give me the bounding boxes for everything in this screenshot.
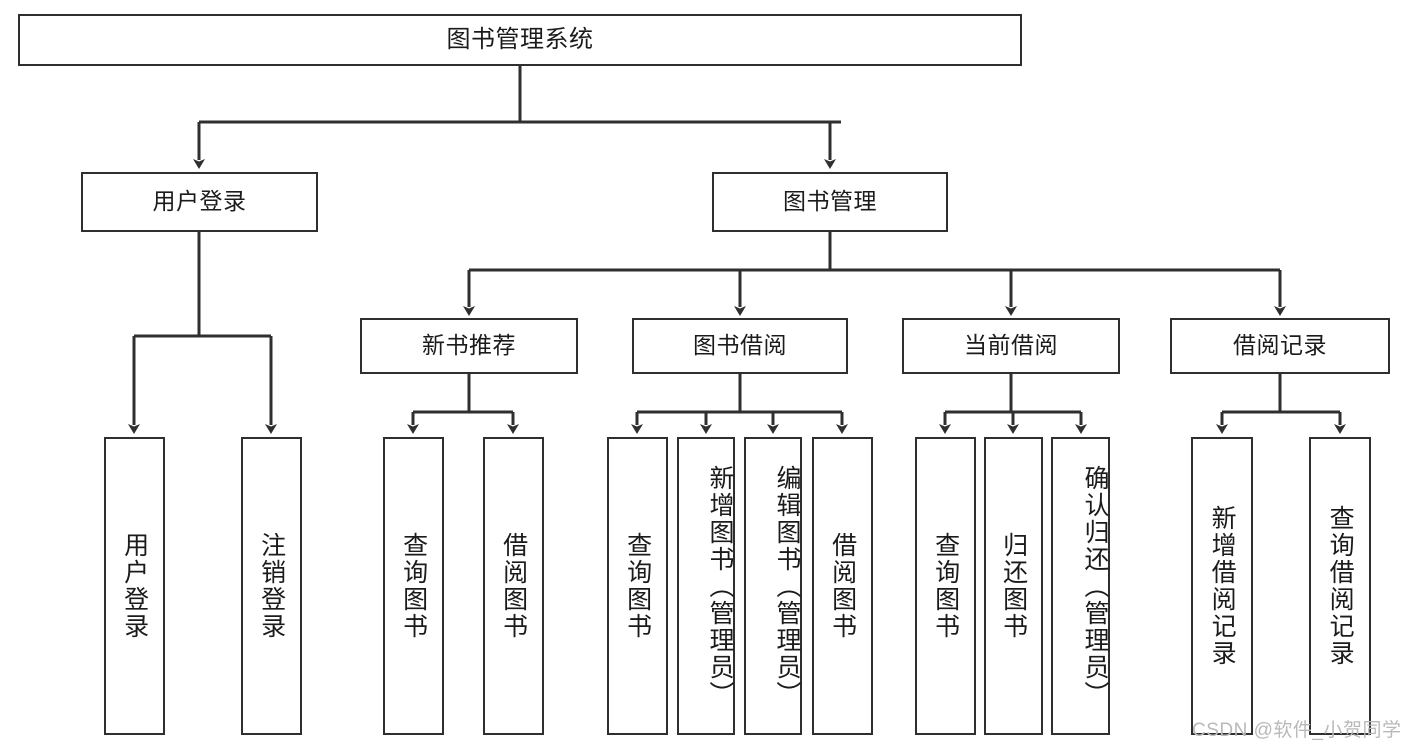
node-book-management[interactable]: 图书管理	[712, 172, 948, 232]
leaf-borrow-record-query-record[interactable]: 查询借阅记录	[1309, 437, 1371, 735]
node-current-borrow[interactable]: 当前借阅	[902, 318, 1120, 374]
node-user-login[interactable]: 用户登录	[81, 172, 318, 232]
node-borrow-record[interactable]: 借阅记录	[1170, 318, 1390, 374]
leaf-book-borrow-query-book[interactable]: 查询图书	[607, 437, 668, 735]
leaf-user-login-logout[interactable]: 注销登录	[241, 437, 302, 735]
leaf-borrow-record-add-record[interactable]: 新增借阅记录	[1191, 437, 1253, 735]
leaf-current-borrow-query-book[interactable]: 查询图书	[915, 437, 976, 735]
leaf-book-borrow-add-book-admin[interactable]: 新增图书（管理员）	[677, 437, 735, 735]
leaf-user-login-login[interactable]: 用户登录	[104, 437, 165, 735]
node-book-borrow[interactable]: 图书借阅	[632, 318, 848, 374]
leaf-current-borrow-return-book[interactable]: 归还图书	[984, 437, 1043, 735]
leaf-new-book-borrow-book[interactable]: 借阅图书	[483, 437, 544, 735]
leaf-book-borrow-borrow-book[interactable]: 借阅图书	[812, 437, 873, 735]
leaf-new-book-query-book[interactable]: 查询图书	[383, 437, 444, 735]
leaf-book-borrow-edit-book-admin[interactable]: 编辑图书（管理员）	[744, 437, 802, 735]
leaf-current-borrow-confirm-return-admin[interactable]: 确认归还（管理员）	[1051, 437, 1110, 735]
node-root-system[interactable]: 图书管理系统	[18, 14, 1022, 66]
csdn-watermark: CSDN @软件_小贺同学	[1192, 720, 1402, 741]
node-new-book-recommend[interactable]: 新书推荐	[360, 318, 578, 374]
